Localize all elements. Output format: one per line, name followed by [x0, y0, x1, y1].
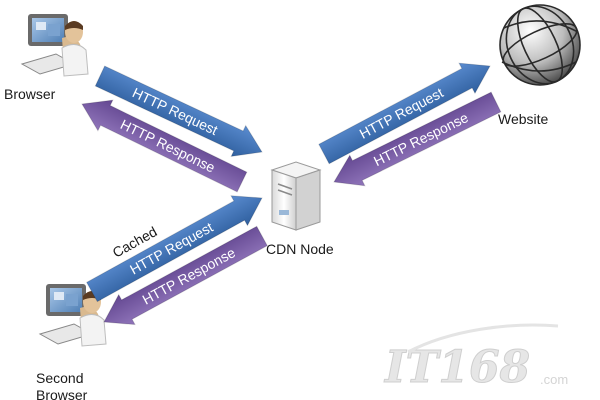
- website-globe-icon: [499, 4, 581, 86]
- second-browser-label-line1: Second: [36, 370, 83, 386]
- browser-label: Browser: [4, 86, 56, 102]
- website-label: Website: [498, 111, 549, 127]
- svg-text:.com: .com: [540, 372, 568, 387]
- second-response-arrow-shape: [103, 225, 268, 326]
- website-request-arrow-shape: [318, 62, 491, 165]
- website-response-arrow-shape: [333, 91, 502, 187]
- svg-text:IT168: IT168: [383, 342, 530, 393]
- second-request-arrow-shape: [85, 195, 263, 303]
- watermark-logo: IT168 .com: [383, 323, 568, 394]
- second-browser-computer-icon: [38, 284, 107, 347]
- browser-response-arrow-shape: [81, 99, 248, 193]
- second-browser-label-line2: Browser: [36, 387, 88, 400]
- browser-request-arrow-shape: [94, 65, 263, 157]
- cdn-server-icon: [270, 161, 322, 231]
- browser-computer-icon: [20, 14, 89, 77]
- cdn-node-label: CDN Node: [266, 241, 334, 257]
